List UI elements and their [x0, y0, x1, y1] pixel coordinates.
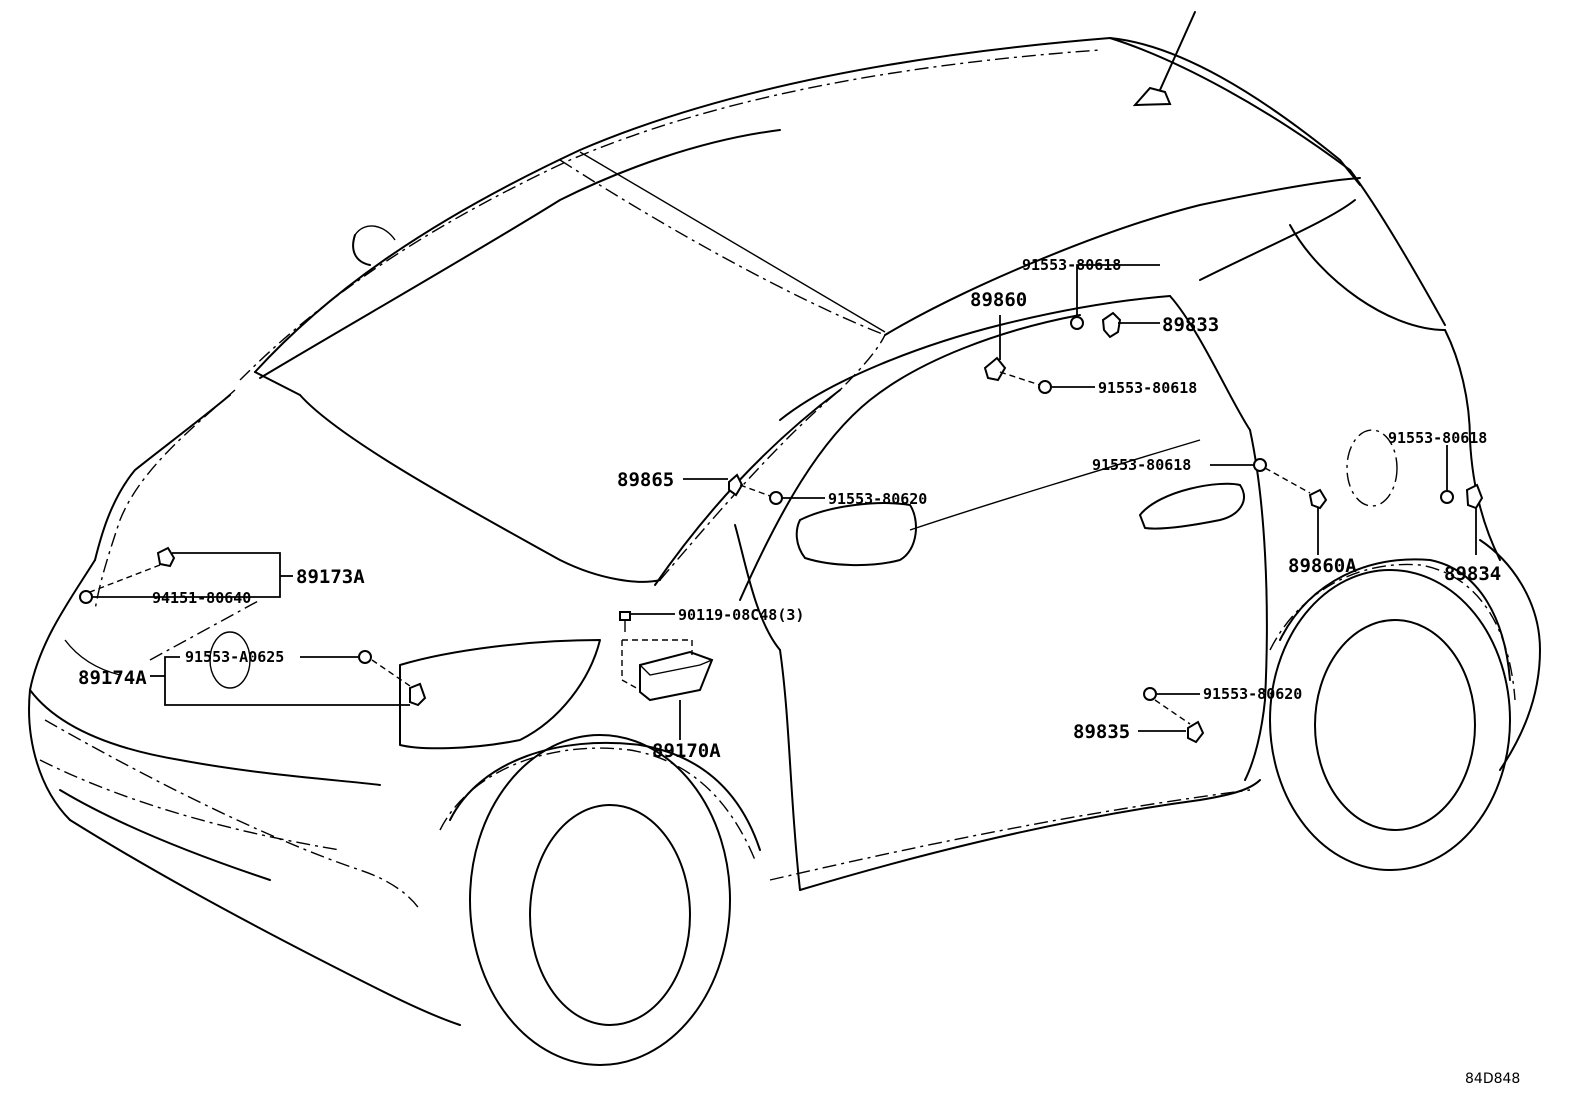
- label-89865: 89865: [617, 469, 674, 491]
- label-91553-80618-top: 91553-80618: [1022, 256, 1121, 274]
- label-89833: 89833: [1162, 314, 1219, 336]
- label-94151-80640: 94151-80640: [152, 589, 251, 607]
- label-89170A: 89170A: [652, 740, 721, 762]
- label-91553-80618-mid: 91553-80618: [1098, 379, 1197, 397]
- label-91553-80620-a: 91553-80620: [828, 490, 927, 508]
- label-89173A: 89173A: [296, 566, 365, 588]
- label-89860: 89860: [970, 289, 1027, 311]
- car-outline: [28, 11, 1541, 1066]
- sensor-89860-icon: [983, 356, 1007, 382]
- label-91553-80618-door: 91553-80618: [1092, 456, 1191, 474]
- bolt-icon: [1038, 380, 1052, 394]
- bolt-icon: [1440, 490, 1454, 504]
- label-89174A: 89174A: [78, 667, 147, 689]
- label-91553-A0625: 91553-A0625: [185, 648, 284, 666]
- bolt-icon: [358, 650, 372, 664]
- bolt-icon: [1253, 458, 1267, 472]
- part-labels: 91553-80618 89860 89833 91553-80618 8986…: [78, 256, 1520, 1087]
- label-89835: 89835: [1073, 721, 1130, 743]
- sensor-89833-icon: [1101, 311, 1122, 339]
- sensor-89173A-icon: [156, 546, 176, 568]
- bolt-icon: [769, 491, 783, 505]
- sensor-89834-icon: [1465, 483, 1484, 510]
- diagram-code: 84D848: [1465, 1071, 1520, 1087]
- parts: [79, 311, 1484, 744]
- sensor-89835-icon: [1187, 720, 1205, 744]
- sensor-89865-icon: [728, 473, 744, 497]
- sensor-89174A-icon: [409, 682, 427, 707]
- bolt-icon: [1070, 316, 1084, 330]
- label-91553-80618-rear: 91553-80618: [1388, 429, 1487, 447]
- bolt-icon: [1143, 687, 1157, 701]
- leader-lines: [89, 264, 1477, 740]
- nut-icon: [79, 590, 93, 604]
- label-91553-80620-b: 91553-80620: [1203, 685, 1302, 703]
- ecu-89170A-icon: [639, 650, 714, 702]
- bolt-90119-icon: [619, 611, 631, 621]
- label-89860A: 89860A: [1288, 555, 1357, 577]
- label-89834: 89834: [1444, 563, 1501, 585]
- label-90119-08C48: 90119-08C48(3): [678, 606, 804, 624]
- sensor-89860A-icon: [1308, 488, 1328, 510]
